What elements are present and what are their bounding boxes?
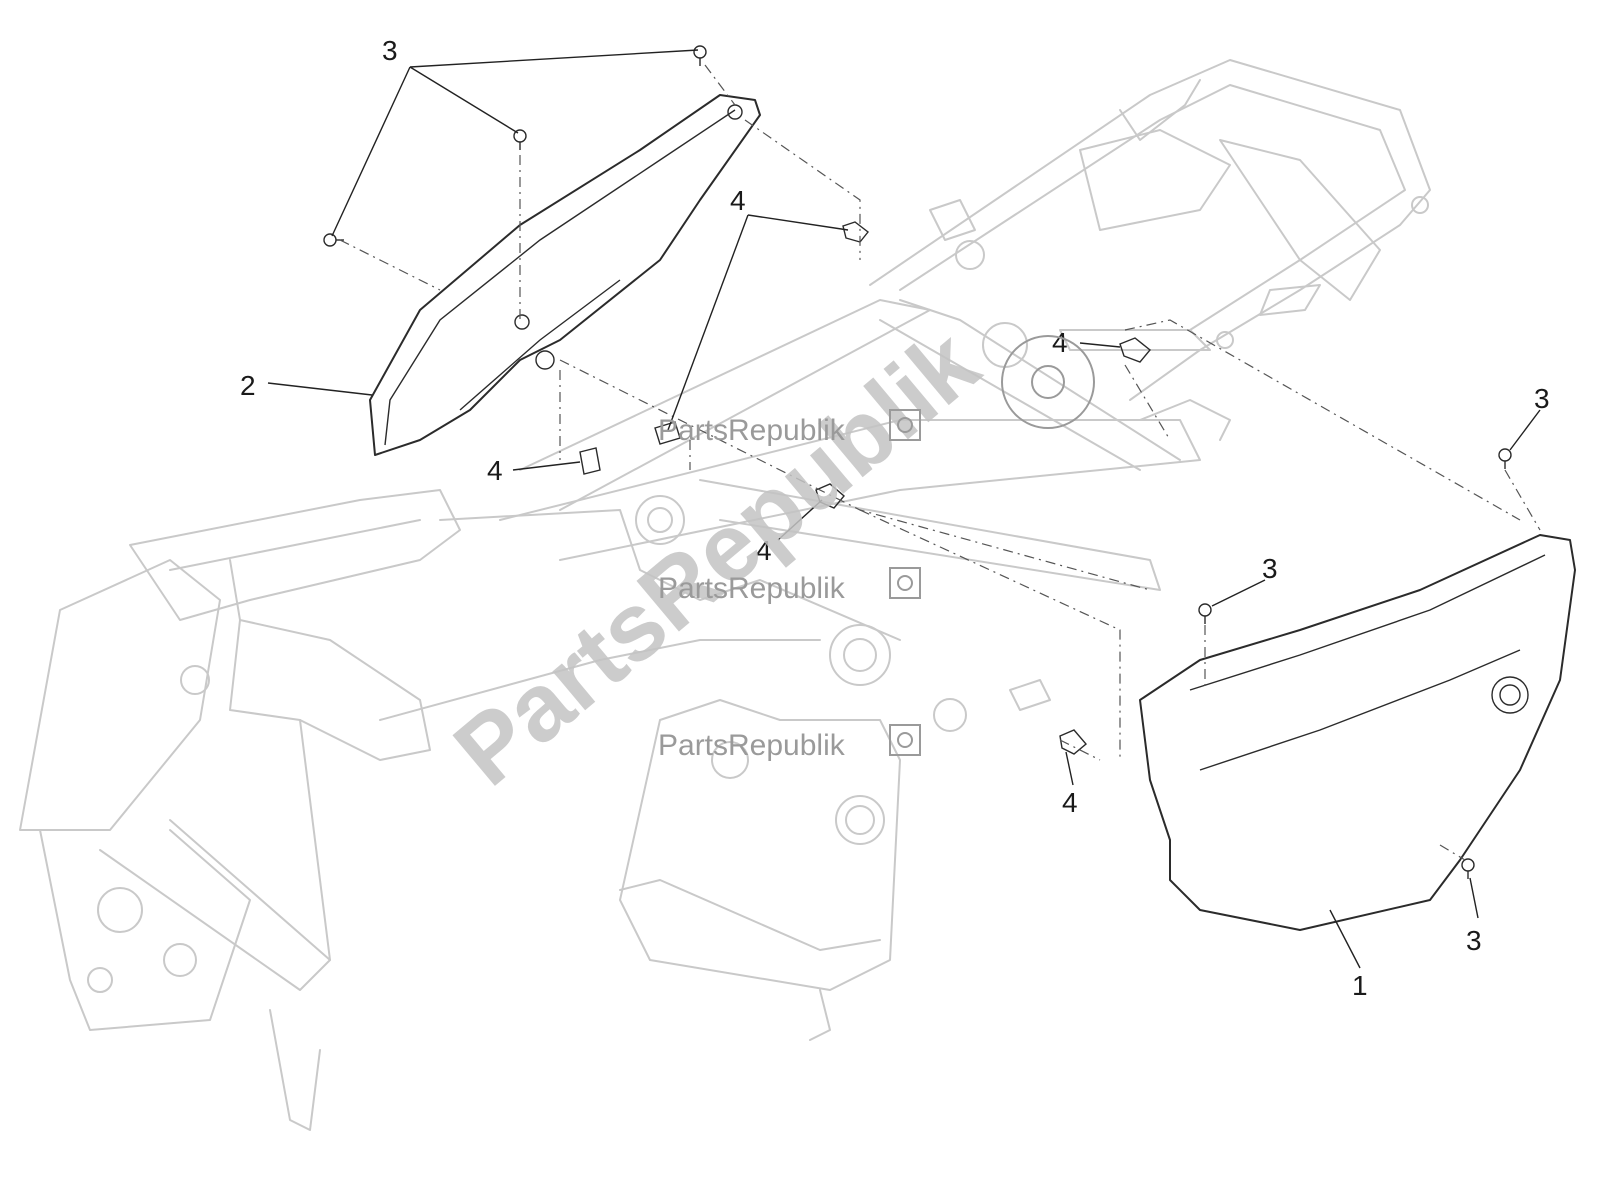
screw-top-mid [513,129,527,150]
callout-4-left: 4 [487,455,503,486]
callout-4-bottom: 4 [1062,787,1078,818]
callout-4-top: 4 [730,185,746,216]
watermark-row3: PartsRepublik [658,729,846,762]
callout-1: 1 [1352,970,1368,1001]
callout-3-top: 3 [382,35,398,66]
watermark-row1: PartsRepublik [658,414,846,447]
watermark-row2: PartsRepublik [658,572,846,605]
gear-icon [889,724,921,756]
leader-lines [267,49,1541,969]
callouts: 3 2 4 4 4 4 4 3 3 3 1 [240,35,1550,1001]
callout-2: 2 [240,370,256,401]
assembly-lines [339,64,1541,861]
clip-bottom [1059,729,1087,755]
clip-center [815,483,845,509]
screw-top-right [693,45,707,66]
clip-mid-right [1119,337,1151,363]
screw-mid [1198,603,1212,624]
side-panel-right [1139,534,1576,931]
callout-3-mid: 3 [1262,553,1278,584]
clip-ghost [654,421,681,445]
motorcycle-frame [19,59,1431,1131]
callout-4-center: 4 [756,535,772,566]
callout-3-right-top: 3 [1534,383,1550,414]
callout-4-mid-right: 4 [1052,327,1068,358]
callout-3-right-bottom: 3 [1466,925,1482,956]
clip-top [842,221,869,243]
clips [579,221,1151,755]
watermark-gear-large [1001,335,1095,429]
clip-left [579,447,601,475]
side-panel-left [369,94,761,456]
screw-right-bottom [1461,858,1475,879]
gear-icon [889,567,921,599]
watermark: PartsRepublik PartsRepublik PartsRepubli… [435,309,1095,806]
gear-icon [889,409,921,441]
screw-right-top [1498,448,1512,469]
